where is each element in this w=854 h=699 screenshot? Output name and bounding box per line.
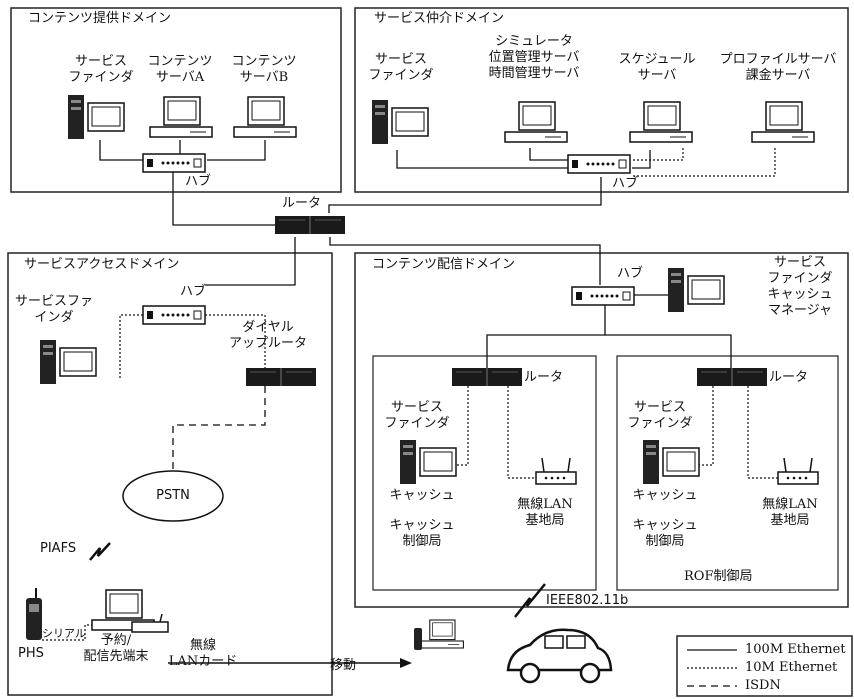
delivery-router-2-label: ルータ (769, 370, 809, 385)
legend-solid-label: 100M Ethernet (745, 642, 846, 657)
dialup-router-label: ダイヤルアップルータ (228, 320, 307, 351)
phs-label: PHS (18, 646, 44, 661)
legend-box (676, 635, 853, 697)
mobile-terminal-pc (419, 619, 464, 649)
wlan-ap-1-icon (535, 457, 577, 485)
access-hub-icon (142, 305, 206, 325)
provider-finder-label: サービスファインダ (68, 54, 134, 85)
delivery-hub-label: ハブ (617, 266, 644, 281)
lan-card-icon (131, 613, 169, 633)
cache-finder-2-label: サービスファインダ (627, 400, 693, 431)
serial-label: シリアル (42, 627, 86, 640)
dialup-router-icon (245, 367, 317, 387)
cache-station-box-1 (372, 355, 597, 591)
legend-dashed-label: ISDN (745, 678, 781, 693)
broker-finder-pc (371, 99, 429, 145)
core-router-label: ルータ (282, 196, 322, 211)
access-finder-pc (39, 339, 97, 385)
cache-server-2-pc (642, 439, 700, 485)
broker-sim-pc (504, 101, 568, 143)
provider-hub-icon (142, 153, 206, 173)
pstn-cloud (122, 470, 224, 522)
cache-ctrl-1-label: キャッシュ制御局 (389, 518, 455, 549)
cache-2-label: キャッシュ (632, 488, 698, 503)
car-icon (506, 628, 613, 684)
access-hub-label: ハブ (180, 284, 207, 299)
access-finder-label: サービスファインダ (14, 294, 93, 325)
domain-box-content-provider (10, 7, 342, 193)
broker-sim-label: シミュレータ位置管理サーバ時間管理サーバ (488, 34, 580, 81)
links-isdn (172, 386, 266, 470)
provider-server-b-label: コンテンツサーバB (231, 54, 297, 85)
domain-title-service-broker: サービス仲介ドメイン (374, 11, 505, 26)
delivery-router-1-icon (451, 367, 523, 387)
cache-station-box-2 (616, 355, 839, 591)
piafs-label: PIAFS (40, 541, 77, 556)
cache-manager-pc (667, 267, 725, 313)
broker-profile-pc (751, 101, 815, 143)
rof-label: ROF制御局 (684, 569, 753, 584)
phs-phone-icon (26, 588, 42, 640)
move-label: 移動 (330, 658, 357, 673)
provider-server-a-pc (149, 96, 213, 138)
provider-hub-label: ハブ (185, 174, 212, 189)
provider-finder-pc (67, 94, 125, 140)
mobile-phone-icon (414, 628, 422, 650)
links-10m (42, 148, 795, 641)
broker-finder-label: サービスファインダ (368, 52, 434, 83)
delivery-router-2-icon (696, 367, 768, 387)
cache-ctrl-2-label: キャッシュ制御局 (632, 518, 698, 549)
provider-server-b-pc (233, 96, 297, 138)
ieee-label: IEEE802.11b (546, 593, 629, 608)
domain-title-content-delivery: コンテンツ配信ドメイン (372, 257, 516, 272)
core-router-icon (274, 215, 346, 235)
legend-dotted-label: 10M Ethernet (745, 660, 838, 675)
delivery-router-1-label: ルータ (524, 370, 564, 385)
domain-box-service-access (7, 252, 333, 696)
broker-schedule-pc (629, 101, 693, 143)
provider-server-a-label: コンテンツサーバA (147, 54, 213, 85)
cache-manager-label: サービスファインダ キャッシュマネージャ (767, 255, 833, 318)
piafs-lightning-icon (89, 542, 111, 561)
cache-server-1-pc (399, 439, 457, 485)
domain-box-content-delivery (354, 252, 849, 608)
links-100m (99, 140, 732, 368)
delivery-hub-icon (571, 286, 635, 306)
move-arrowhead (400, 658, 412, 668)
broker-schedule-label: スケジュールサーバ (618, 52, 696, 83)
ieee-lightning-icon (514, 583, 546, 618)
domain-title-service-access: サービスアクセスドメイン (24, 257, 180, 272)
terminal-label: 予約/配信先端末 (83, 633, 149, 664)
broker-hub-label: ハブ (612, 176, 639, 191)
domain-title-content-provider: コンテンツ提供ドメイン (28, 11, 172, 26)
cache-1-label: キャッシュ (389, 488, 455, 503)
broker-profile-label: プロファイルサーバ課金サーバ (719, 52, 837, 83)
broker-hub-icon (567, 154, 631, 174)
cache-finder-1-label: サービスファインダ (384, 400, 450, 431)
wlan-ap-2-icon (777, 457, 819, 485)
pstn-label: PSTN (156, 488, 190, 503)
